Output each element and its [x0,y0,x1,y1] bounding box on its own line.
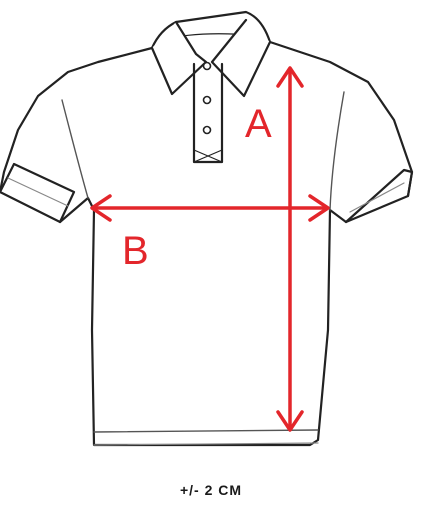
left-sleeve-cuff [0,162,76,224]
measure-b-arrowhead-left [90,194,112,222]
measure-b-label: B [122,229,149,273]
measure-a-arrowhead-bottom [276,410,304,432]
measure-a-arrowhead-top [276,66,304,88]
placket [192,62,224,164]
button-icon [202,95,212,105]
right-sleeve-cuff [344,168,414,224]
tolerance-note: +/- 2 CM [179,482,243,498]
measure-a-label: A [245,102,272,146]
button-icon [202,125,212,135]
measure-b-arrowhead-right [308,194,330,222]
button-icon [202,61,212,71]
hem-band [93,429,319,433]
